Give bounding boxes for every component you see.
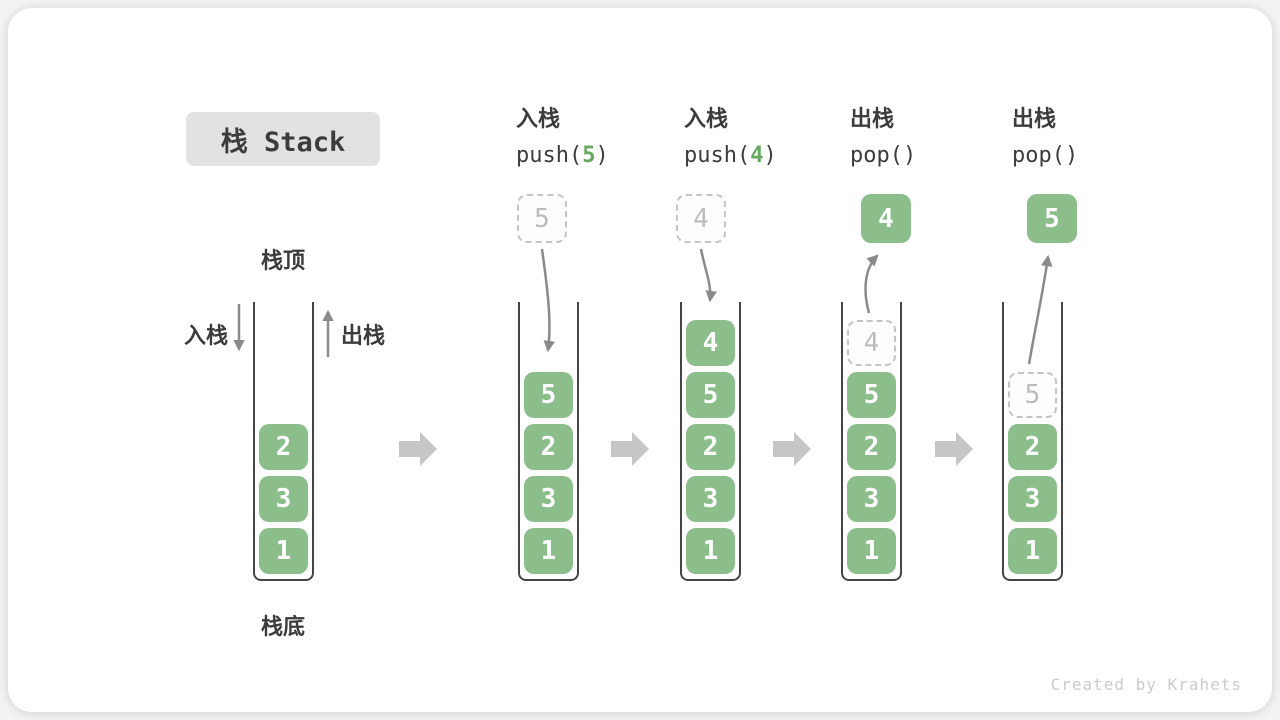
incoming-element: 5 [517,194,567,243]
stack-container [253,302,314,581]
code-text: ) [763,143,777,168]
stack-cell: 5 [686,372,735,418]
operation-title: 入栈 [516,107,561,132]
stack-container [841,302,902,581]
removed-cell: 5 [1008,372,1057,418]
operation-label: 出栈 pop() [850,106,916,169]
stack-cell: 2 [524,424,573,470]
stack-cell: 1 [1008,528,1057,574]
stack-container [680,302,741,581]
stack-cell: 3 [1008,476,1057,522]
removed-cell: 4 [847,320,896,366]
operation-title: 入栈 [684,107,729,132]
code-text: pop( [850,143,903,168]
stack-cell: 3 [847,476,896,522]
stack-top-label: 栈顶 [260,249,305,274]
stack-cell: 3 [259,476,308,522]
stack-cell: 2 [1008,424,1057,470]
stack-cell: 1 [524,528,573,574]
incoming-element: 4 [676,194,726,243]
operation-code: push(4) [684,142,777,169]
stack-cell: 2 [686,424,735,470]
operation-code: pop() [1012,142,1078,169]
stack-cell: 3 [524,476,573,522]
code-argument: 4 [750,143,764,168]
stack-cell: 5 [524,372,573,418]
popped-element: 4 [861,194,911,243]
code-text: ) [902,143,917,168]
popped-element: 5 [1027,194,1077,243]
pop-direction-label: 出栈 [341,324,386,349]
code-argument: 5 [582,143,596,168]
operation-label: 出栈 pop() [1012,106,1078,169]
stack-cell: 1 [686,528,735,574]
stack-cell: 1 [847,528,896,574]
push-direction-label: 入栈 [183,324,228,349]
stack-cell: 5 [847,372,896,418]
code-text: push( [516,143,583,168]
stack-cell: 2 [847,424,896,470]
stack-bottom-label: 栈底 [260,615,305,640]
code-text: ) [1064,143,1079,168]
stack-cell: 4 [686,320,735,366]
diagram-title-text: 栈 Stack [220,126,346,158]
stack-container [1002,302,1063,581]
operation-code: push(5) [516,142,609,169]
operation-title: 出栈 [850,107,895,132]
stack-cell: 2 [259,424,308,470]
stack-cell: 3 [686,476,735,522]
code-text: push( [684,143,751,168]
watermark: Created by Krahets [1050,675,1242,694]
diagram-title: 栈 Stack [186,112,380,166]
operation-label: 入栈 push(5) [516,106,609,169]
operation-title: 出栈 [1012,107,1057,132]
operation-code: pop() [850,142,916,169]
stack-cell: 1 [259,528,308,574]
code-text: ) [595,143,609,168]
stack-container [518,302,579,581]
code-text: pop( [1012,143,1065,168]
operation-label: 入栈 push(4) [684,106,777,169]
